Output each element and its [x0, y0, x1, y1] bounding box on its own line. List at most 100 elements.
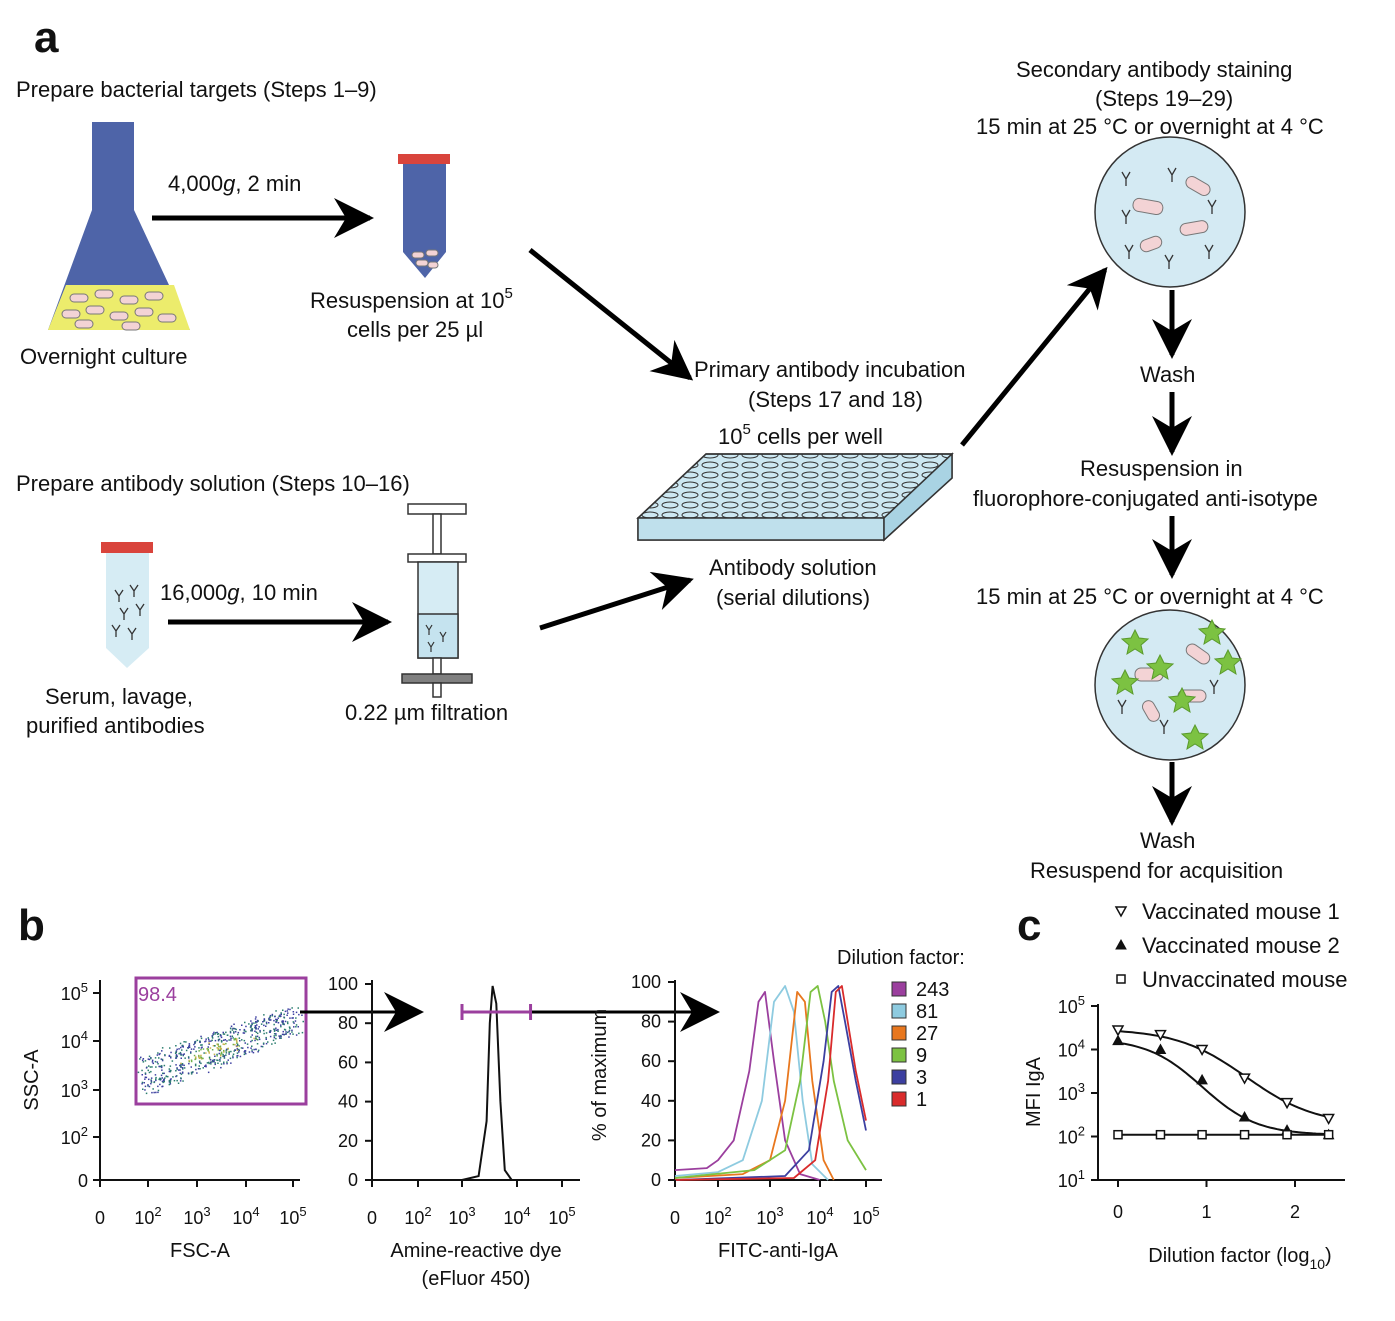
- plot3-ytick-label: 80: [641, 1012, 661, 1032]
- prepare-antibody-title: Prepare antibody solution (Steps 10–16): [16, 471, 410, 496]
- plot1-ytick-label: 105: [61, 980, 88, 1004]
- legend-label-mouse-3: Unvaccinated mouse: [1142, 967, 1347, 992]
- plot1-ylabel: SSC-A: [21, 1049, 43, 1111]
- resusp-fluor-1: Resuspension in: [1080, 456, 1243, 481]
- plotc-point: [1154, 1043, 1167, 1054]
- antibody-solution-1: Antibody solution: [709, 555, 877, 580]
- plotc-point: [1197, 1129, 1207, 1140]
- bacteria-tube: [398, 154, 450, 278]
- plot2-ytick-label: 60: [338, 1052, 358, 1072]
- plot1-ytick-label: 0: [78, 1171, 88, 1191]
- secondary-circle: [1094, 136, 1246, 288]
- resuspension-line1: Resuspension at 105: [310, 285, 513, 313]
- arrow-to-plate-top: [528, 248, 694, 381]
- plot2-ytick-label: 80: [338, 1013, 358, 1033]
- plotc-point: [1196, 1073, 1208, 1085]
- plot3-series-81: [674, 985, 829, 1181]
- plot3-xtick-label: 103: [756, 1204, 783, 1228]
- antibody-tube: [101, 542, 153, 668]
- plotc-point: [1238, 1073, 1251, 1085]
- resuspend-acquisition: Resuspend for acquisition: [1030, 858, 1283, 883]
- plot3-xtick-label: 104: [806, 1204, 833, 1228]
- plot1-ytick-label: 102: [61, 1124, 88, 1148]
- plotc-ytick-label: 105: [1058, 993, 1085, 1017]
- plot3-series-9: [674, 985, 867, 1179]
- plot3-xtick-label: 0: [670, 1208, 680, 1228]
- plotc-point: [1239, 1129, 1250, 1140]
- cells-per-well: 105 cells per well: [718, 421, 883, 449]
- plot1-gate: [134, 976, 308, 1106]
- plot1-gate-value: 98.4: [138, 984, 177, 1006]
- plot1-xlabel: FSC-A: [170, 1240, 231, 1262]
- spin2-label: 16,000g, 10 min: [160, 580, 318, 605]
- legend-marker-3: [1116, 974, 1126, 984]
- plot1-xtick-label: 105: [279, 1204, 306, 1228]
- plotc-point: [1323, 1129, 1334, 1140]
- incubation-1: 15 min at 25 °C or overnight at 4 °C: [976, 114, 1324, 139]
- plot3-ytick-label: 20: [641, 1130, 661, 1150]
- legend-label-1: 1: [916, 1089, 927, 1111]
- plotc-ylabel: MFI IgA: [1023, 1056, 1045, 1127]
- filtration-label: 0.22 µm filtration: [345, 700, 508, 725]
- secondary-title-1: Secondary antibody staining: [1016, 57, 1292, 82]
- legend-swatch-81: [891, 1003, 907, 1019]
- plotc-xtick-label: 2: [1290, 1202, 1300, 1222]
- plotc-point: [1111, 1025, 1125, 1037]
- resuspension-line2: cells per 25 µl: [347, 317, 483, 342]
- spin1-label: 4,000g, 2 min: [168, 171, 301, 196]
- plotc-ytick-label: 104: [1058, 1037, 1085, 1061]
- plot2-xtick-label: 105: [548, 1204, 575, 1228]
- plot3-ytick-label: 40: [641, 1091, 661, 1111]
- primary-title-2: (Steps 17 and 18): [748, 387, 923, 412]
- antibody-solution-2: (serial dilutions): [716, 585, 870, 610]
- plot3-series-1: [674, 985, 867, 1181]
- legend-swatch-1: [891, 1091, 907, 1107]
- plot2-gate: [460, 1004, 533, 1020]
- legend-swatch-9: [891, 1047, 907, 1063]
- legend-label-243: 243: [916, 979, 949, 1001]
- plot1-xtick-label: 103: [183, 1204, 210, 1228]
- plot2-ytick-label: 0: [348, 1170, 358, 1190]
- plotc-point: [1113, 1129, 1123, 1140]
- plot2-xtick-label: 0: [367, 1208, 377, 1228]
- legend-swatch-3: [891, 1069, 907, 1085]
- plot2-ytick-label: 20: [338, 1131, 358, 1151]
- panel-b-label: b: [18, 901, 45, 950]
- legend-marker-1: [1114, 906, 1128, 918]
- plot1-xtick-label: 0: [95, 1208, 105, 1228]
- incubation-2: 15 min at 25 °C or overnight at 4 °C: [976, 584, 1324, 609]
- well-plate: [636, 452, 954, 542]
- plot3-series-3: [674, 985, 867, 1181]
- legend-label-81: 81: [916, 1001, 938, 1023]
- plot1-ytick-label: 103: [61, 1077, 88, 1101]
- plot2-xtick-label: 102: [404, 1204, 431, 1228]
- plot2-ytick-label: 100: [328, 974, 358, 994]
- culture-flask: [48, 122, 190, 331]
- serum-line2: purified antibodies: [26, 713, 205, 738]
- arrow-to-secondary: [960, 266, 1108, 447]
- plot3-series-243: [674, 991, 821, 1181]
- plotc-xtick-label: 0: [1113, 1202, 1123, 1222]
- legend-label-mouse-1: Vaccinated mouse 1: [1142, 899, 1340, 924]
- legend-swatch-243: [891, 981, 907, 997]
- resusp-fluor-2: fluorophore-conjugated anti-isotype: [973, 486, 1318, 511]
- plot2-histogram-line: [461, 985, 513, 1181]
- plotc-xtick-label: 1: [1201, 1202, 1211, 1222]
- plot2-xlabel-1: Amine-reactive dye: [390, 1240, 561, 1262]
- plotc-fit-2: [1117, 1041, 1327, 1135]
- panel-a: a Prepare bacterial targets (Steps 1–9) …: [16, 13, 1324, 883]
- primary-title-1: Primary antibody incubation: [694, 357, 965, 382]
- dilution-legend-title: Dilution factor:: [837, 947, 965, 969]
- serum-line1: Serum, lavage,: [45, 684, 193, 709]
- plotc-point: [1238, 1111, 1251, 1122]
- legend-label-27: 27: [916, 1023, 938, 1045]
- plotc-point: [1112, 1034, 1124, 1046]
- plot1-dot-cloud: [137, 1007, 304, 1095]
- plotc-ytick-label: 103: [1058, 1080, 1085, 1104]
- panel-a-label: a: [34, 13, 59, 62]
- plot3-ytick-label: 0: [651, 1170, 661, 1190]
